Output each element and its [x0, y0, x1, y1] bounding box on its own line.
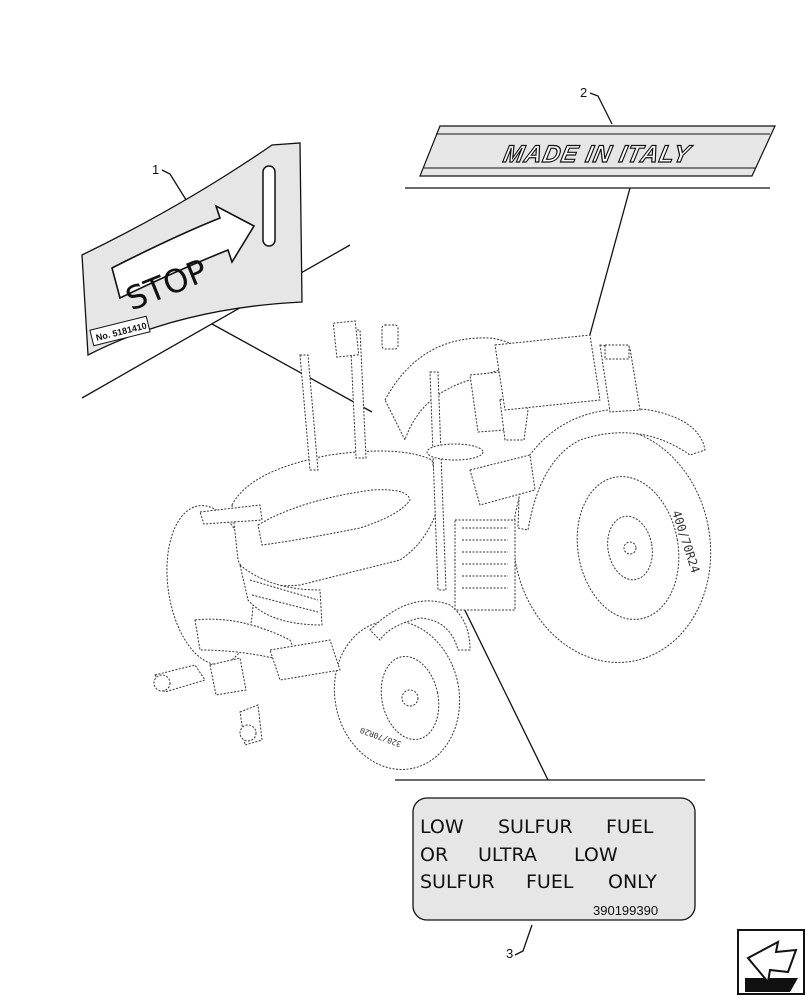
stop-number-box	[89, 315, 151, 347]
leader-lines	[81, 92, 770, 956]
fuel-decal-part-number: 390199390	[593, 903, 659, 918]
fuel-decal	[412, 797, 696, 921]
fuel-word: LOW	[574, 844, 618, 866]
fuel-word: SULFUR	[420, 871, 495, 893]
fuel-decal-line-1: LOW SULFUR FUEL	[420, 816, 690, 840]
fuel-word: OR	[420, 844, 449, 866]
stop-slot	[262, 165, 276, 247]
beacon	[381, 324, 399, 350]
made-in-italy-text: MADE IN ITALY	[501, 141, 694, 168]
rear-fender	[517, 408, 706, 531]
fuel-decal-line-3: SULFUR FUEL ONLY	[420, 871, 690, 895]
callout-2: 2	[580, 85, 588, 100]
rops-post	[429, 371, 447, 591]
fuel-tank	[454, 519, 516, 611]
fuel-word: FUEL	[606, 816, 654, 838]
nav-arrow-icon[interactable]	[737, 929, 805, 995]
stop-decal: STOP No. 5181410	[81, 142, 303, 357]
fuel-decal-line-2: OR ULTRA LOW	[420, 844, 690, 868]
steering-wheel	[426, 443, 484, 461]
stop-arrow-icon	[111, 204, 256, 300]
tractor-illustration	[153, 320, 712, 770]
callout-3: 3	[506, 946, 514, 961]
fuel-word: ULTRA	[478, 844, 537, 866]
made-in-italy-decal: MADE IN ITALY	[419, 125, 776, 177]
grille	[239, 563, 323, 626]
callout-1: 1	[152, 162, 160, 177]
fuel-word: ONLY	[608, 871, 657, 893]
fuel-word: LOW	[420, 816, 464, 838]
fuel-word: FUEL	[526, 871, 574, 893]
fuel-word: SULFUR	[498, 816, 573, 838]
